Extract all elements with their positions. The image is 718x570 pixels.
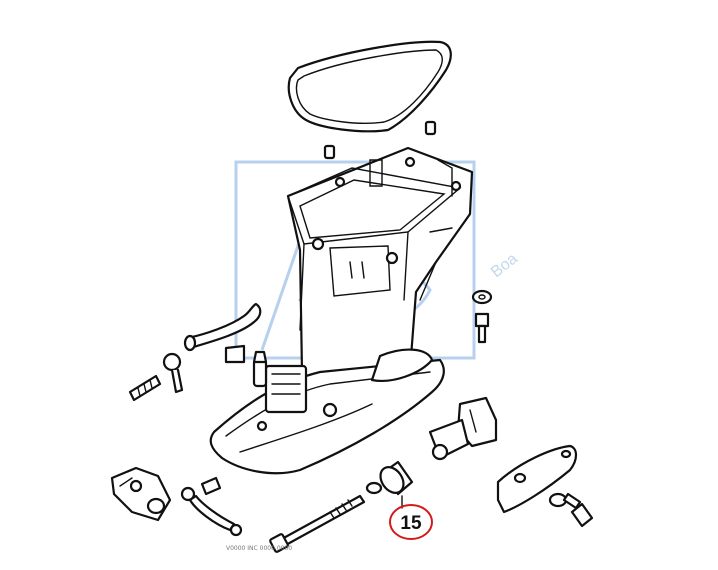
dowel-pin — [323, 120, 437, 160]
trim-tab-bracket — [428, 396, 498, 461]
anode — [496, 444, 578, 514]
spacer-bushing — [365, 460, 414, 496]
washer — [471, 289, 493, 305]
water-hose — [183, 302, 262, 352]
top-gasket — [287, 40, 452, 133]
footer-text: V0000 INC 0000 0000 — [226, 545, 292, 552]
hose-clamp — [162, 344, 246, 394]
long-bolt — [269, 494, 366, 553]
anti-ventilation-plate — [209, 348, 445, 475]
lower-casing-housing — [286, 146, 474, 394]
bolt — [474, 312, 490, 344]
trim-sender — [110, 466, 172, 522]
ground-strap — [180, 476, 243, 537]
callout-15: 15 — [389, 495, 433, 540]
check-valve — [252, 350, 268, 388]
watermark-text: Boa — [488, 250, 521, 281]
anode-bolt — [562, 492, 594, 528]
hose-fitting — [128, 374, 162, 402]
callout-label: 15 — [400, 513, 422, 534]
callout-ring — [389, 504, 433, 540]
